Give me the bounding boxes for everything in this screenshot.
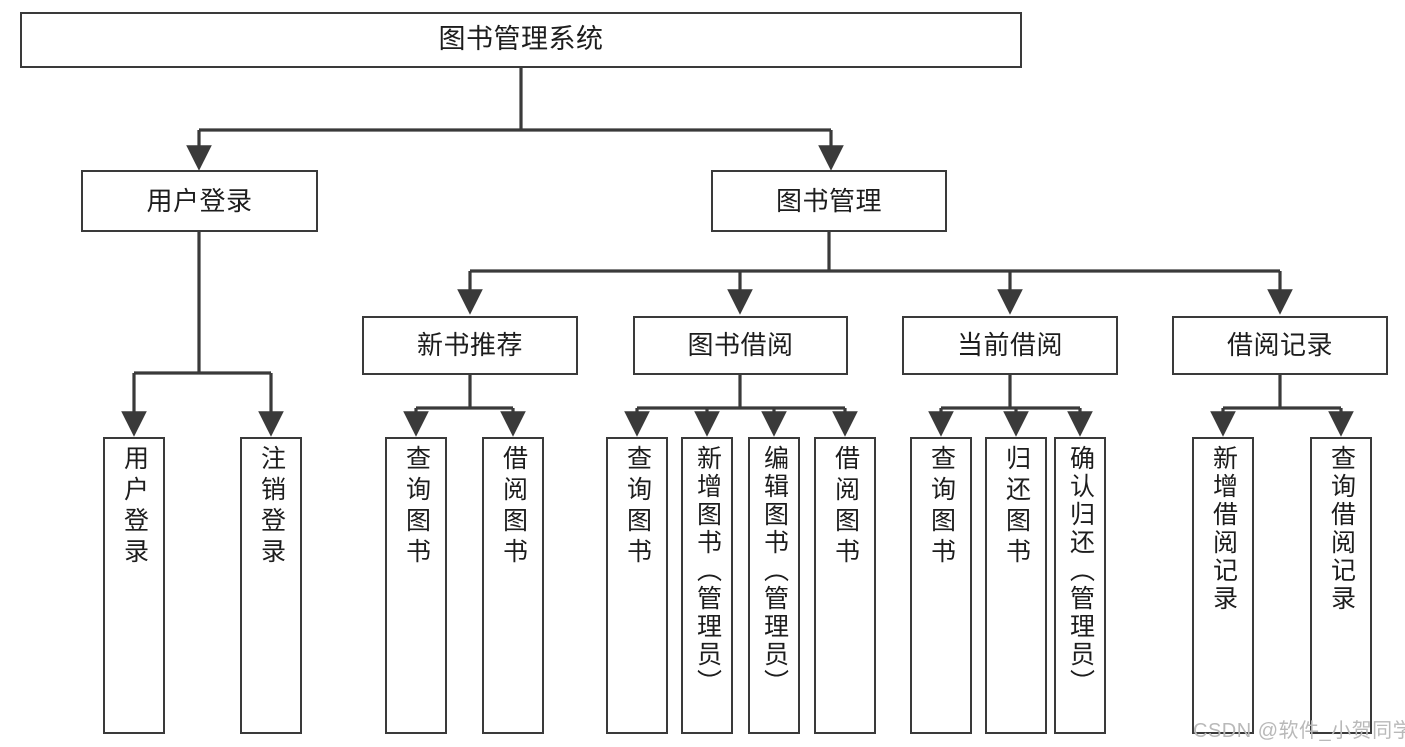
node-leaf-borrow-book-1[interactable]: 借阅图书 — [482, 437, 544, 734]
node-leaf-query-book-2[interactable]: 查询图书 — [606, 437, 668, 734]
node-leaf-logout[interactable]: 注销登录 — [240, 437, 302, 734]
node-leaf-return-book[interactable]: 归还图书 — [985, 437, 1047, 734]
node-leaf-add-book-label: 新增图书（管理员） — [693, 445, 722, 697]
node-leaf-user-login-label: 用户登录 — [120, 445, 149, 569]
node-root[interactable]: 图书管理系统 — [20, 12, 1022, 68]
node-leaf-edit-book-label: 编辑图书（管理员） — [760, 445, 789, 697]
node-new-book-recommend-label: 新书推荐 — [416, 330, 523, 361]
node-book-manage-label: 图书管理 — [775, 185, 882, 216]
node-user-login-label: 用户登录 — [146, 185, 253, 216]
node-borrow-record[interactable]: 借阅记录 — [1172, 316, 1388, 375]
node-user-login[interactable]: 用户登录 — [81, 170, 318, 232]
node-leaf-query-book-3-label: 查询图书 — [927, 445, 956, 569]
node-leaf-borrow-book-2-label: 借阅图书 — [831, 445, 860, 569]
node-leaf-add-record[interactable]: 新增借阅记录 — [1192, 437, 1254, 734]
node-leaf-query-book-1-label: 查询图书 — [402, 445, 431, 569]
node-leaf-query-book-1[interactable]: 查询图书 — [385, 437, 447, 734]
node-book-borrow[interactable]: 图书借阅 — [633, 316, 848, 375]
node-new-book-recommend[interactable]: 新书推荐 — [362, 316, 578, 375]
node-current-borrow[interactable]: 当前借阅 — [902, 316, 1118, 375]
node-leaf-return-book-label: 归还图书 — [1002, 445, 1031, 569]
node-leaf-query-book-3[interactable]: 查询图书 — [910, 437, 972, 734]
node-leaf-add-book[interactable]: 新增图书（管理员） — [681, 437, 733, 734]
node-book-borrow-label: 图书借阅 — [687, 330, 794, 361]
node-leaf-query-record-label: 查询借阅记录 — [1327, 445, 1356, 613]
node-leaf-query-record[interactable]: 查询借阅记录 — [1310, 437, 1372, 734]
node-book-manage[interactable]: 图书管理 — [711, 170, 947, 232]
node-leaf-borrow-book-2[interactable]: 借阅图书 — [814, 437, 876, 734]
node-leaf-user-login[interactable]: 用户登录 — [103, 437, 165, 734]
node-leaf-confirm-return-label: 确认归还（管理员） — [1066, 445, 1095, 697]
node-leaf-borrow-book-1-label: 借阅图书 — [499, 445, 528, 569]
node-leaf-query-book-2-label: 查询图书 — [623, 445, 652, 569]
node-leaf-logout-label: 注销登录 — [257, 445, 286, 569]
node-borrow-record-label: 借阅记录 — [1226, 330, 1333, 361]
csdn-watermark: CSDN @软件_小贺同学 — [1193, 720, 1405, 742]
node-root-label: 图书管理系统 — [438, 24, 604, 55]
node-leaf-confirm-return[interactable]: 确认归还（管理员） — [1054, 437, 1106, 734]
node-leaf-add-record-label: 新增借阅记录 — [1209, 445, 1238, 613]
node-leaf-edit-book[interactable]: 编辑图书（管理员） — [748, 437, 800, 734]
node-current-borrow-label: 当前借阅 — [956, 330, 1063, 361]
